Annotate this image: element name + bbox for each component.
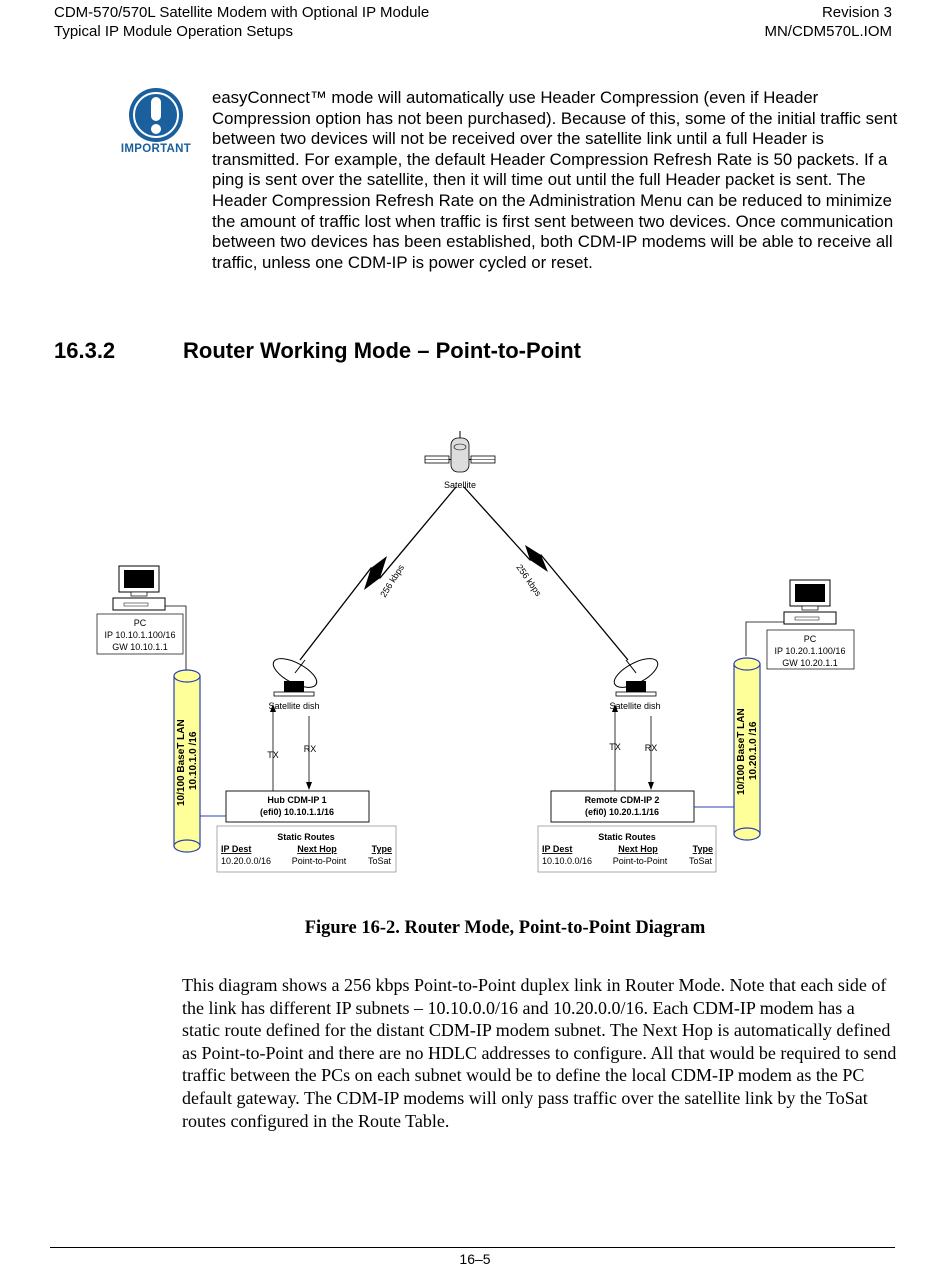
right-satellite-dish-icon [613, 658, 659, 697]
remote-modem-address: (efi0) 10.20.1.1/16 [585, 807, 659, 817]
figure-caption: Figure 16-2. Router Mode, Point-to-Point… [304, 918, 706, 938]
left-tx-label: TX [267, 750, 279, 760]
router-mode-diagram: Satellite 256 kbps 256 kbps PC IP 10.10.… [96, 431, 855, 873]
left-pc-icon [112, 565, 166, 611]
right-lan-label: 10/100 BaseT LAN [736, 708, 747, 795]
right-dish-label: Satellite dish [609, 701, 660, 711]
important-label: IMPORTANT [120, 143, 192, 155]
right-rx-arrow [648, 782, 654, 790]
left-routes-header-nexthop: Next Hop [297, 844, 337, 854]
left-routes-title: Static Routes [277, 832, 335, 842]
left-satellite-dish-icon [272, 658, 318, 697]
hub-modem-box [225, 790, 370, 823]
manual-title: CDM-570/570L Satellite Modem with Option… [54, 4, 430, 21]
revision: Revision 3 [821, 4, 892, 21]
left-static-routes-box [216, 825, 397, 873]
left-pc-info-box [96, 613, 184, 655]
uplink-left-bolt [299, 486, 457, 661]
left-dish-label: Satellite dish [268, 701, 319, 711]
left-routes-header-type: Type [372, 844, 392, 854]
section-title: Router Working Mode – Point-to-Point [183, 338, 581, 363]
left-routes-type: ToSat [368, 856, 392, 866]
right-static-routes-box [537, 825, 717, 873]
right-lan-subnet: 10.20.1.0 /16 [748, 721, 759, 780]
left-lan-subnet: 10.10.1.0 /16 [188, 731, 199, 790]
right-pc-lan-cable [745, 621, 784, 656]
satellite-icon [424, 431, 496, 473]
right-routes-header-ipdest: IP Dest [542, 844, 572, 854]
left-tx-arrow [270, 704, 276, 712]
important-notice-icon-block: IMPORTANT [118, 86, 194, 155]
chapter-title: Typical IP Module Operation Setups [54, 23, 294, 40]
right-routes-nexthop: Point-to-Point [613, 856, 668, 866]
body-paragraph: This diagram shows a 256 kbps Point-to-P… [182, 975, 897, 1131]
document-number: MN/CDM570L.IOM [764, 23, 892, 40]
right-routes-title: Static Routes [598, 832, 656, 842]
right-routes-header-nexthop: Next Hop [618, 844, 658, 854]
remote-modem-name: Remote CDM-IP 2 [585, 795, 660, 805]
right-pc-ip: IP 10.20.1.100/16 [775, 646, 846, 656]
right-tx-label: TX [609, 742, 621, 752]
left-pc-ip: IP 10.10.1.100/16 [105, 630, 176, 640]
left-rx-label: RX [304, 744, 317, 754]
running-header-right: Revision 3 MN/CDM570L.IOM [764, 3, 892, 41]
page-number: 16–5 [459, 1251, 491, 1267]
right-pc-title: PC [804, 634, 817, 644]
left-pc-title: PC [134, 618, 147, 628]
right-pc-gw: GW 10.20.1.1 [782, 658, 838, 668]
left-lan-label: 10/100 BaseT LAN [176, 719, 187, 806]
left-pc-gw: GW 10.10.1.1 [112, 642, 168, 652]
left-pc-lan-cable [165, 605, 187, 672]
right-rx-label: RX [645, 743, 658, 753]
right-tx-arrow [612, 704, 618, 712]
right-routes-type: ToSat [689, 856, 713, 866]
section-number: 16.3.2 [54, 338, 116, 363]
left-routes-nexthop: Point-to-Point [292, 856, 347, 866]
left-lan-cylinder [173, 669, 201, 853]
footer-rule [50, 1247, 895, 1248]
left-rx-arrow [306, 782, 312, 790]
exclamation-icon [129, 88, 183, 142]
satellite-label: Satellite [444, 480, 476, 490]
right-pc-info-box [766, 629, 855, 670]
hub-modem-name: Hub CDM-IP 1 [267, 795, 326, 805]
running-header-left: CDM-570/570L Satellite Modem with Option… [54, 3, 429, 41]
hub-modem-address: (efi0) 10.10.1.1/16 [260, 807, 334, 817]
right-pc-icon [783, 579, 837, 625]
right-routes-header-type: Type [693, 844, 713, 854]
left-routes-dest: 10.20.0.0/16 [221, 856, 271, 866]
uplink-right-bolt [463, 486, 629, 661]
link-rate-right: 256 kbps [514, 562, 543, 598]
left-routes-header-ipdest: IP Dest [221, 844, 251, 854]
right-routes-dest: 10.10.0.0/16 [542, 856, 592, 866]
right-lan-cylinder [733, 657, 761, 841]
important-note-text: easyConnect™ mode will automatically use… [212, 88, 898, 272]
remote-modem-box [550, 790, 695, 823]
